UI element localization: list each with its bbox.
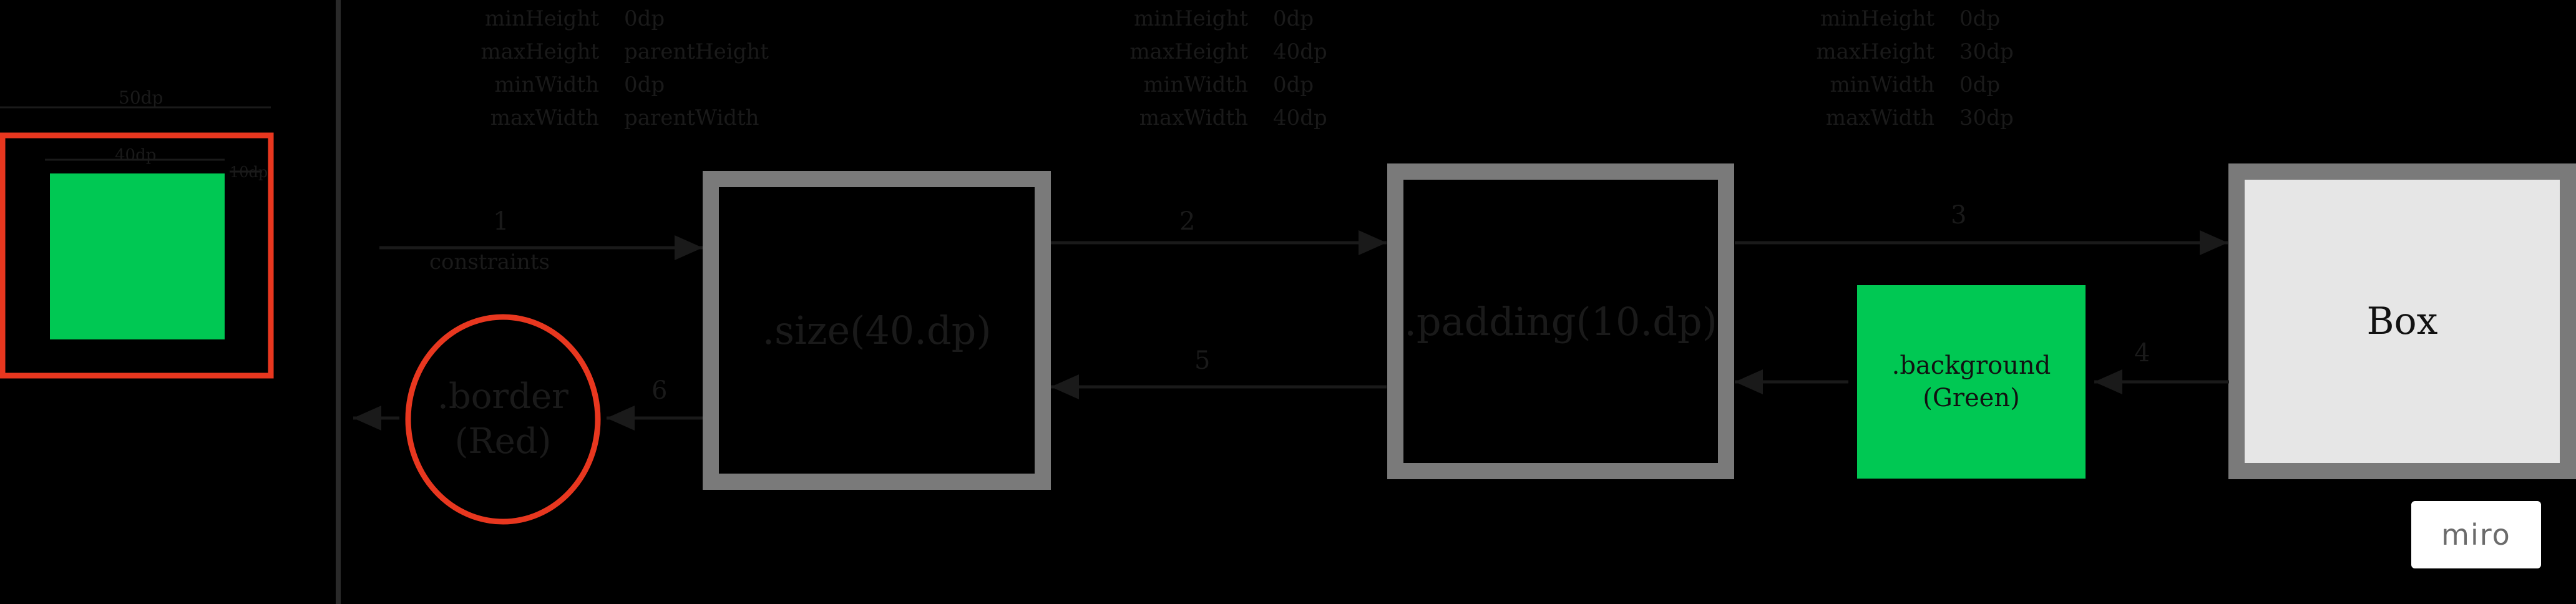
padding-node-box [1387, 163, 1734, 479]
constraint-row: maxWidth parentWidth [437, 102, 769, 135]
constraint-row: minHeight 0dp [1772, 2, 2014, 36]
constraint-value: parentHeight [624, 39, 769, 64]
constraint-value: 0dp [1959, 6, 2001, 31]
preview-outer-width-label: 50dp [119, 87, 163, 108]
constraint-value: 0dp [1273, 6, 1314, 31]
miro-logo: miro [2411, 501, 2541, 568]
background-node [1857, 285, 2086, 479]
padding-node-label: .padding(10.dp) [1404, 298, 1717, 344]
constraint-row: minWidth 0dp [1772, 69, 2014, 102]
preview-red-frame [0, 132, 274, 379]
constraint-key: maxHeight [1816, 39, 1934, 64]
constraints-group-1: minHeight 0dp maxHeight parentHeight minWi… [437, 2, 769, 135]
box-node-label: Box [2366, 300, 2438, 343]
constraint-row: minHeight 0dp [1086, 2, 1327, 36]
box-node [2228, 163, 2576, 479]
constraint-row: maxHeight 30dp [1772, 36, 2014, 69]
constraint-value: 0dp [1273, 72, 1314, 97]
constraint-key: minHeight [1134, 6, 1248, 31]
constraint-key: minHeight [1820, 6, 1934, 31]
size-node-box [703, 171, 1051, 490]
constraint-value: 40dp [1273, 105, 1327, 130]
constraint-row: maxHeight 40dp [1086, 36, 1327, 69]
constraint-row: maxWidth 40dp [1086, 102, 1327, 135]
constraint-row: maxWidth 30dp [1772, 102, 2014, 135]
step-label-5: 5 [1194, 346, 1211, 375]
constraint-value: 0dp [624, 72, 665, 97]
constraint-key: minWidth [494, 72, 599, 97]
background-node-label-line2: (Green) [1923, 384, 2020, 412]
step-label-4: 4 [2134, 339, 2150, 368]
constraint-row: minHeight 0dp [437, 2, 769, 36]
size-node-label: .size(40.dp) [762, 308, 992, 353]
constraint-key: maxWidth [490, 105, 599, 130]
step-label-2: 2 [1179, 207, 1196, 236]
background-node-label: .background (Green) [1857, 285, 2086, 479]
constraint-value: 0dp [1959, 72, 2001, 97]
preview-green-square [50, 173, 225, 339]
background-node-label-line1: .background [1891, 351, 2051, 380]
constraint-key: maxWidth [1139, 105, 1248, 130]
preview-offset-label: 10dp [230, 163, 268, 181]
border-node-circle [405, 314, 601, 525]
constraint-key: maxWidth [1825, 105, 1934, 130]
constraint-key: maxHeight [1129, 39, 1248, 64]
border-node-label-line2: (Red) [454, 421, 552, 462]
constraint-row: maxHeight parentHeight [437, 36, 769, 69]
step-label-6: 6 [651, 376, 668, 405]
constraint-value: 0dp [624, 6, 665, 31]
constraint-key: minWidth [1830, 72, 1934, 97]
constraints-group-2: minHeight 0dp maxHeight 40dp minWidth 0dp m… [1086, 2, 1327, 135]
step-1-caption: constraints [429, 250, 550, 275]
constraint-value: parentWidth [624, 105, 759, 130]
constraint-value: 30dp [1959, 105, 2014, 130]
constraint-value: 40dp [1273, 39, 1327, 64]
constraint-row: minWidth 0dp [1086, 69, 1327, 102]
step-label-3: 3 [1951, 201, 1967, 230]
border-node-label-line1: .border [437, 376, 568, 417]
constraints-group-3: minHeight 0dp maxHeight 30dp minWidth 0dp m… [1772, 2, 2014, 135]
constraint-key: maxHeight [481, 39, 599, 64]
constraint-key: minHeight [485, 6, 599, 31]
constraint-row: minWidth 0dp [437, 69, 769, 102]
preview-inner-width-label: 40dp [115, 146, 157, 165]
constraint-key: minWidth [1143, 72, 1248, 97]
step-label-1: 1 [493, 207, 509, 236]
constraint-value: 30dp [1959, 39, 2014, 64]
border-node-label: .border (Red) [408, 317, 598, 522]
